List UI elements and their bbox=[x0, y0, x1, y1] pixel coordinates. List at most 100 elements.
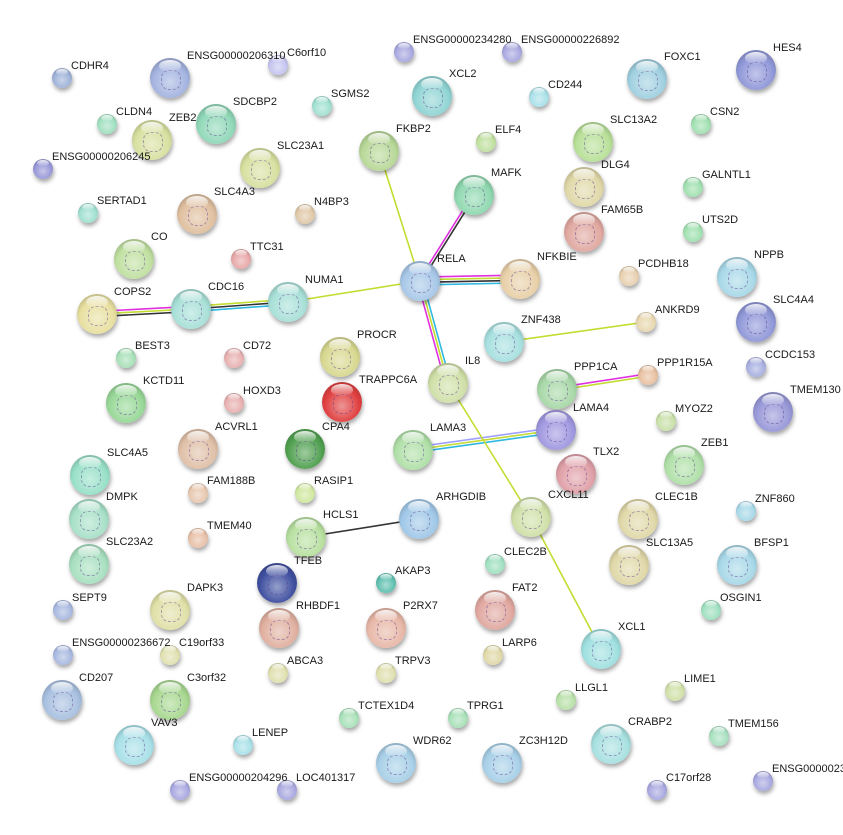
node-trappc6a[interactable] bbox=[322, 382, 362, 422]
node-dapk3[interactable] bbox=[150, 590, 190, 630]
node-label[interactable]: GALNTL1 bbox=[702, 169, 751, 181]
node-label[interactable]: COPS2 bbox=[114, 286, 152, 298]
node-zeb2[interactable] bbox=[132, 120, 172, 160]
node-acvrl1[interactable] bbox=[178, 429, 218, 469]
node-rasip1[interactable] bbox=[295, 483, 315, 503]
node-label[interactable]: XCL2 bbox=[449, 68, 477, 80]
node-cdhr4[interactable] bbox=[52, 68, 72, 88]
node-tfeb[interactable] bbox=[257, 563, 297, 603]
node-label[interactable]: CLEC1B bbox=[655, 491, 698, 503]
node-label[interactable]: PCDHB18 bbox=[638, 258, 689, 270]
node-label[interactable]: LAMA3 bbox=[430, 422, 467, 434]
node-ttc31[interactable] bbox=[231, 249, 251, 269]
node-label[interactable]: ENSG0000023 bbox=[772, 763, 843, 775]
node-zc3h12d[interactable] bbox=[482, 743, 522, 783]
node-lama4[interactable] bbox=[536, 410, 576, 450]
node-label[interactable]: ZEB1 bbox=[701, 437, 729, 449]
node-vav3[interactable] bbox=[114, 725, 154, 765]
node-label[interactable]: CD72 bbox=[243, 340, 272, 352]
node-slc23a2[interactable] bbox=[69, 544, 109, 584]
node-tlx2[interactable] bbox=[556, 454, 596, 494]
node-label[interactable]: DAPK3 bbox=[187, 582, 224, 594]
node-label[interactable]: CLDN4 bbox=[116, 106, 153, 118]
node-label[interactable]: ELF4 bbox=[495, 124, 522, 136]
node-label[interactable]: XCL1 bbox=[618, 621, 646, 633]
node-cxcl11[interactable] bbox=[511, 497, 551, 537]
node-label[interactable]: WDR62 bbox=[413, 735, 452, 747]
node-label[interactable]: LARP6 bbox=[502, 637, 537, 649]
node-label[interactable]: LAMA4 bbox=[573, 402, 610, 414]
node-znf860[interactable] bbox=[736, 501, 756, 521]
node-label[interactable]: CCDC153 bbox=[765, 349, 816, 361]
node-label[interactable]: BEST3 bbox=[135, 340, 170, 352]
node-csn2[interactable] bbox=[691, 114, 711, 134]
node-kctd11[interactable] bbox=[106, 383, 146, 423]
node-cdc16[interactable] bbox=[171, 289, 211, 329]
node-label[interactable]: FAT2 bbox=[512, 582, 538, 594]
node-sgms2[interactable] bbox=[312, 96, 332, 116]
node-label[interactable]: CDC16 bbox=[208, 281, 245, 293]
node-zeb1[interactable] bbox=[664, 445, 704, 485]
node-label[interactable]: ENSG00000236672 bbox=[72, 637, 171, 649]
node-c6orf10[interactable] bbox=[268, 55, 288, 75]
node-hoxd3[interactable] bbox=[224, 393, 244, 413]
node-label[interactable]: MYOZ2 bbox=[675, 403, 713, 415]
node-fam65b[interactable] bbox=[564, 212, 604, 252]
node-clec2b[interactable] bbox=[485, 554, 505, 574]
node-label[interactable]: N4BP3 bbox=[314, 196, 349, 208]
node-label[interactable]: NUMA1 bbox=[305, 274, 344, 286]
node-label[interactable]: TPRG1 bbox=[467, 700, 504, 712]
node-label[interactable]: ENSG00000226892 bbox=[521, 34, 620, 46]
edge-znf438-ankrd9[interactable] bbox=[503, 321, 647, 343]
node-numa1[interactable] bbox=[268, 282, 308, 322]
node-label[interactable]: ZNF438 bbox=[521, 314, 561, 326]
node-slc13a5[interactable] bbox=[609, 545, 649, 585]
node-label[interactable]: LOC401317 bbox=[296, 772, 356, 784]
node-label[interactable]: ABCA3 bbox=[287, 655, 324, 667]
node-label[interactable]: PPP1CA bbox=[574, 361, 618, 373]
node-dmpk[interactable] bbox=[69, 499, 109, 539]
node-label[interactable]: HCLS1 bbox=[323, 509, 359, 521]
node-slc4a4[interactable] bbox=[736, 302, 776, 342]
node-label[interactable]: KCTD11 bbox=[143, 375, 185, 387]
node-cd244[interactable] bbox=[529, 87, 549, 107]
node-hcls1[interactable] bbox=[286, 517, 326, 557]
node-sdcbp2[interactable] bbox=[196, 104, 236, 144]
node-label[interactable]: ENSG00000234280 bbox=[413, 34, 512, 46]
node-label[interactable]: P2RX7 bbox=[403, 600, 438, 612]
node-tmem40[interactable] bbox=[188, 528, 208, 548]
node-n4bp3[interactable] bbox=[295, 204, 315, 224]
node-label[interactable]: HOXD3 bbox=[243, 385, 281, 397]
node-fkbp2[interactable] bbox=[359, 131, 399, 171]
node-label[interactable]: CSN2 bbox=[710, 106, 740, 118]
node-co[interactable] bbox=[114, 239, 154, 279]
node-cd207[interactable] bbox=[42, 680, 82, 720]
node-label[interactable]: SEPT9 bbox=[72, 592, 107, 604]
node-label[interactable]: CLEC2B bbox=[504, 546, 547, 558]
node-label[interactable]: SDCBP2 bbox=[233, 96, 278, 108]
node-c19orf33[interactable] bbox=[160, 645, 180, 665]
node-tctex1d4[interactable] bbox=[339, 708, 359, 728]
node-cldn4[interactable] bbox=[97, 114, 117, 134]
node-label[interactable]: TMEM156 bbox=[728, 718, 779, 730]
node-label[interactable]: VAV3 bbox=[151, 717, 178, 729]
node-ensg00000206245[interactable] bbox=[33, 159, 53, 179]
node-p2rx7[interactable] bbox=[366, 608, 406, 648]
node-label[interactable]: TCTEX1D4 bbox=[358, 700, 415, 712]
node-cd72[interactable] bbox=[224, 348, 244, 368]
node-loc401317[interactable] bbox=[277, 780, 297, 800]
node-c3orf32[interactable] bbox=[150, 680, 190, 720]
node-xcl2[interactable] bbox=[412, 76, 452, 116]
node-slc13a2[interactable] bbox=[573, 122, 613, 162]
node-label[interactable]: NFKBIE bbox=[537, 251, 577, 263]
node-label[interactable]: TRPV3 bbox=[395, 655, 431, 667]
node-label[interactable]: NPPB bbox=[754, 249, 784, 261]
node-nfkbie[interactable] bbox=[500, 259, 540, 299]
node-uts2d[interactable] bbox=[683, 222, 703, 242]
edge-rela-fkbp2[interactable] bbox=[378, 150, 421, 282]
node-ensg00000206310[interactable] bbox=[150, 58, 190, 98]
node-label[interactable]: HES4 bbox=[773, 42, 802, 54]
node-label[interactable]: SLC13A2 bbox=[610, 114, 658, 126]
node-c17orf28[interactable] bbox=[647, 780, 667, 800]
node-label[interactable]: CO bbox=[151, 231, 168, 243]
